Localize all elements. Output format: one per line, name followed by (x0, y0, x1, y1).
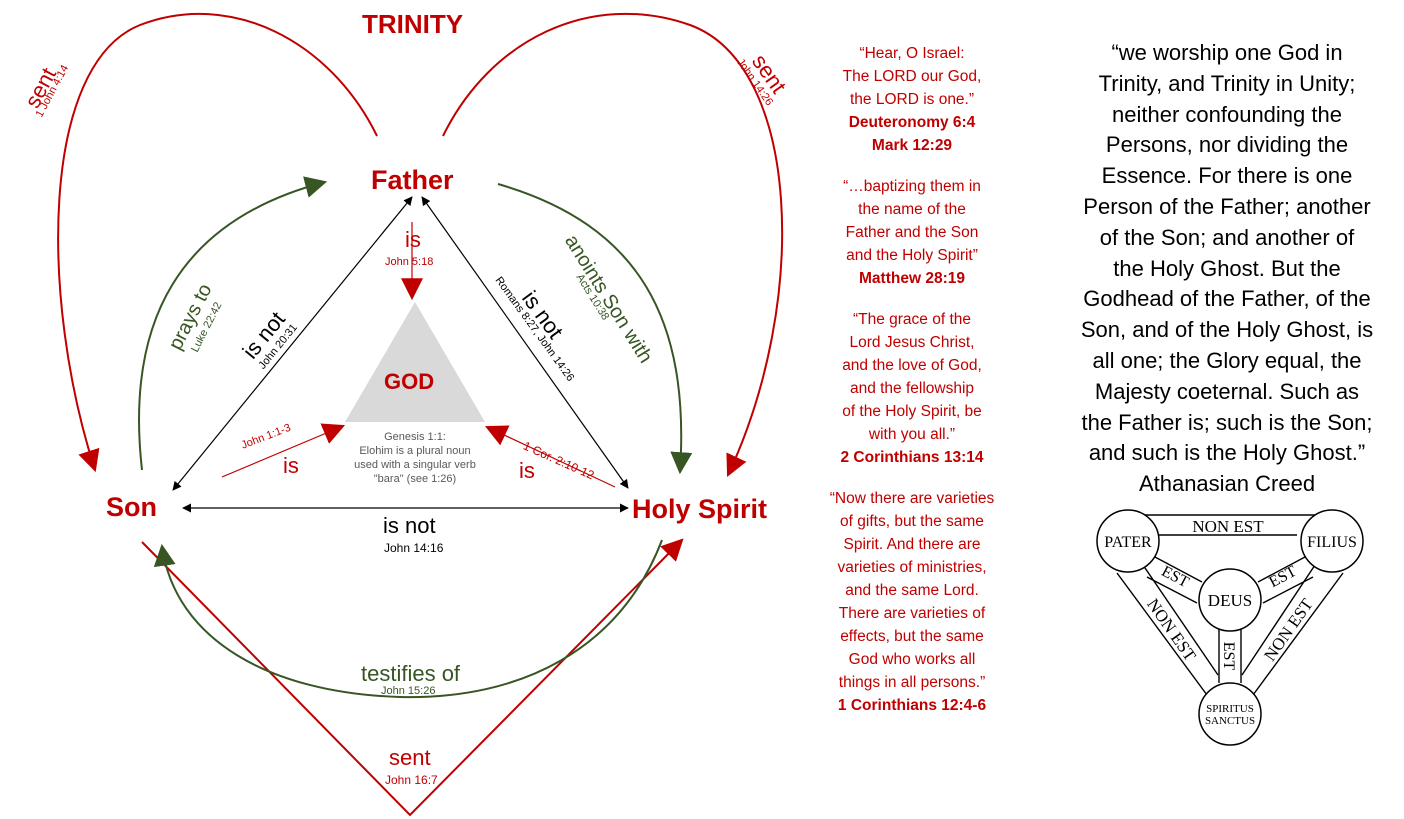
quote-ref: Deuteronomy 6:4 (848, 114, 976, 131)
node-son: Son (106, 492, 157, 522)
ref-sent-bottom: John 16:7 (385, 773, 438, 787)
quote-line: “Now there are varieties (829, 490, 995, 507)
trinity-diagram: TRINITY Father Son Holy Spirit GOD Genes… (20, 9, 791, 817)
quote-line: effects, but the same (840, 628, 984, 645)
quote-line: and the Holy Spirit” (846, 247, 978, 264)
node-god: GOD (384, 369, 435, 394)
arrow-spirit-is-god (485, 425, 616, 488)
quote-line: “The grace of the (852, 311, 972, 328)
quote-line: of the Holy Spirit, be (842, 403, 982, 420)
creed-line: and such is the Holy Ghost.” (1088, 440, 1366, 466)
arrow-son-sent-spirit (141, 538, 684, 817)
shield-non-est-top: NON EST (1192, 517, 1264, 536)
quote-line: There are varieties of (838, 605, 986, 622)
creed-line: neither confounding the (1112, 101, 1342, 127)
shield-circle-pater (1096, 509, 1160, 573)
label-testifies: testifies of (361, 661, 461, 686)
creed-line: the Father is; such is the Son; (1081, 409, 1373, 435)
quote-line: and the same Lord. (845, 582, 979, 599)
node-father: Father (371, 165, 454, 195)
shield-graphic: PATER FILIUS DEUS SPIRITUS SANCTUS NON E… (1096, 509, 1364, 746)
creed-attribution: Athanasian Creed (1138, 471, 1316, 497)
quote-line: varieties of ministries, (837, 559, 987, 576)
quote-ref: 1 Corinthians 12:4-6 (837, 697, 987, 714)
node-holy-spirit: Holy Spirit (632, 494, 768, 524)
arrow-son-not-father (172, 196, 413, 491)
creed-line: the Holy Ghost. But the (1113, 255, 1341, 281)
shield-circle-spiritus (1198, 682, 1262, 746)
ref-father-is: John 5:18 (385, 256, 434, 268)
quote-line: “…baptizing them in (843, 178, 981, 195)
quote-line: the name of the (858, 201, 966, 218)
quote-line: Spirit. And there are (843, 536, 981, 553)
quote-line: and the fellowship (849, 380, 975, 397)
creed-line: of the Son; and another of (1099, 224, 1355, 250)
shield-est-left: EST (1159, 563, 1192, 591)
shield-circle-deus (1198, 568, 1262, 632)
shield-est-bottom: EST (1220, 642, 1237, 671)
creed-line: Godhead of the Father, of the (1083, 286, 1371, 312)
arrow-father-sent-spirit (442, 12, 784, 477)
diagram-arrows (57, 12, 784, 817)
scripture-quotes: “Hear, O Israel: The LORD our God, the L… (812, 42, 1012, 735)
arrow-spirit-testifies-of-son (153, 539, 663, 699)
creed-line: Majesty coeternal. Such as (1094, 378, 1360, 404)
shield-spiritus-2: SANCTUS (1205, 715, 1255, 727)
quote-line: The LORD our God, (842, 68, 982, 85)
quote-line: with you all.” (868, 426, 956, 443)
quote-ref: 2 Corinthians 13:14 (840, 449, 984, 466)
quote-line: God who works all (848, 651, 976, 668)
label-spirit-is: is (519, 458, 535, 483)
arrow-father-not-spirit (421, 196, 629, 489)
ref-son-not-spirit: John 14:16 (384, 541, 444, 555)
creed-line: Trinity, and Trinity in Unity; (1098, 70, 1356, 96)
god-note-line: Genesis 1:1: (384, 431, 446, 443)
shield-spiritus-1: SPIRITUS (1206, 703, 1254, 715)
god-note: Genesis 1:1: Elohim is a plural noun use… (330, 430, 500, 486)
label-sent-bottom: sent (389, 745, 431, 770)
arrow-son-prays-to-father (138, 176, 328, 471)
shield-pater: PATER (1104, 534, 1152, 551)
quote-deuteronomy: “Hear, O Israel: The LORD our God, the L… (812, 42, 1012, 157)
shield-circle-filius (1300, 509, 1364, 573)
quote-line: and the love of God, (842, 357, 982, 374)
creed-line: Person of the Father; another (1083, 193, 1371, 219)
diagram-title: TRINITY (362, 9, 464, 39)
god-note-line: "bara" (see 1:26) (373, 473, 457, 485)
ref-testifies: John 15:26 (381, 685, 436, 697)
shield-deus: DEUS (1208, 591, 1252, 610)
shield-filius: FILIUS (1307, 534, 1357, 551)
quote-line: things in all persons.” (838, 674, 986, 691)
creed-line: “we worship one God in (1111, 40, 1343, 65)
quote-line: the LORD is one.” (849, 91, 975, 108)
quote-ref: Mark 12:29 (871, 137, 953, 154)
athanasian-creed: “we worship one God in Trinity, and Trin… (1060, 38, 1394, 500)
quote-ref: Matthew 28:19 (859, 270, 965, 287)
arrow-son-is-god (221, 423, 346, 478)
creed-line: Son, and of the Holy Ghost, is (1080, 317, 1374, 343)
shield-non-est-left: NON EST (1143, 595, 1200, 665)
label-son-not-spirit: is not (383, 513, 436, 538)
quote-1-corinthians: “Now there are varieties of gifts, but t… (812, 487, 1012, 717)
god-note-line: Elohim is a plural noun (359, 445, 471, 457)
god-note-line: used with a singular verb (354, 459, 476, 471)
quote-line: “Hear, O Israel: (859, 45, 965, 62)
label-son-is: is (283, 453, 299, 478)
quote-matthew: “…baptizing them in the name of the Fath… (812, 175, 1012, 290)
creed-line: Persons, nor dividing the (1105, 132, 1349, 158)
creed-line: all one; the Glory equal, the (1092, 347, 1362, 373)
god-triangle (345, 302, 485, 422)
quote-2-corinthians: “The grace of the Lord Jesus Christ, and… (812, 308, 1012, 469)
arrow-father-sent-son (57, 12, 378, 473)
label-father-is: is (405, 227, 421, 252)
creed-line: Essence. For there is one (1101, 163, 1353, 189)
shield-of-trinity: PATER FILIUS DEUS SPIRITUS SANCTUS NON E… (1085, 505, 1375, 750)
quote-line: Father and the Son (845, 224, 979, 241)
quote-line: of gifts, but the same (840, 513, 984, 530)
quote-line: Lord Jesus Christ, (849, 334, 975, 351)
